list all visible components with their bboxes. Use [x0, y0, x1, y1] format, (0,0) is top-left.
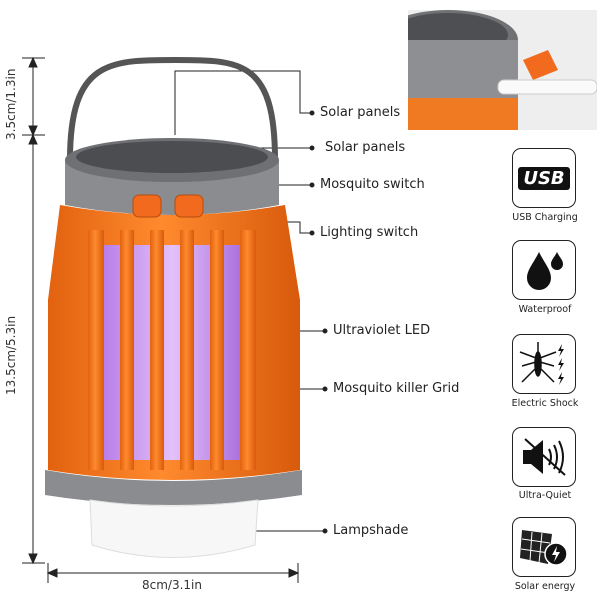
callout-solar-panels: Solar panels: [325, 140, 406, 155]
callout-solar-panels-top: Solar panels: [320, 105, 401, 120]
feature-solar-energy: Solar energy: [514, 581, 576, 592]
usb-port-closeup-photo: [408, 10, 597, 130]
usb-icon: USB: [512, 148, 576, 208]
callout-lighting-switch: Lighting switch: [320, 225, 419, 240]
muted-speaker-icon: [512, 427, 576, 487]
usb-icon-text: USB: [518, 166, 570, 190]
feature-ultra-quiet: Ultra-Quiet: [518, 490, 572, 501]
lantern-illustration: [45, 56, 302, 558]
water-drop-icon: [512, 240, 576, 300]
feature-waterproof: Waterproof: [518, 304, 572, 315]
solar-panel-icon: [512, 517, 576, 577]
mosquito-shock-icon: [512, 334, 576, 394]
callout-mosquito-killer-grid: Mosquito killer Grid: [333, 381, 460, 396]
width-label: 8cm/3.1in: [142, 578, 202, 592]
callout-lampshade: Lampshade: [333, 523, 409, 538]
feature-usb-charging: USB Charging: [512, 212, 578, 223]
feature-electric-shock: Electric Shock: [511, 398, 579, 409]
callout-mosquito-switch: Mosquito switch: [320, 177, 425, 192]
callout-ultraviolet-led: Ultraviolet LED: [333, 323, 431, 338]
